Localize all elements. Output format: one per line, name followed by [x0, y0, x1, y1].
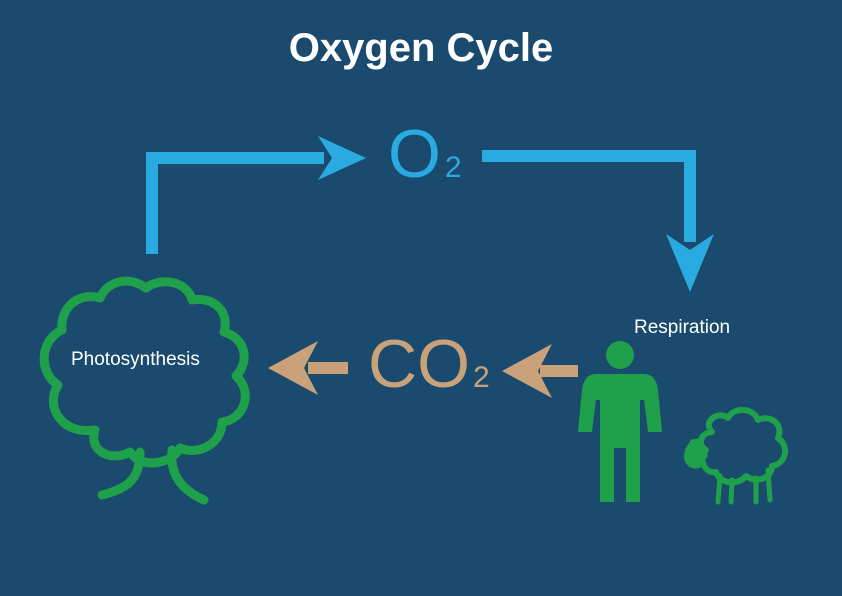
photosynthesis-label: Photosynthesis: [71, 349, 200, 370]
co2-arrow-right: [502, 344, 578, 398]
co2-symbol: CO: [368, 326, 470, 402]
co2-subscript: 2: [473, 361, 490, 394]
person-icon: [578, 341, 662, 502]
respiration-label: Respiration: [634, 317, 731, 338]
oxygen-symbol: O: [388, 116, 442, 192]
oxygen-subscript: 2: [444, 151, 463, 184]
co2-arrow-left: [268, 341, 348, 395]
oxygen-arrow-left: [146, 136, 366, 254]
diagram-title: Oxygen Cycle: [288, 26, 554, 70]
oxygen-arrow-right: [482, 150, 714, 292]
sheep-icon: [684, 407, 789, 505]
tree-icon: [39, 276, 250, 505]
